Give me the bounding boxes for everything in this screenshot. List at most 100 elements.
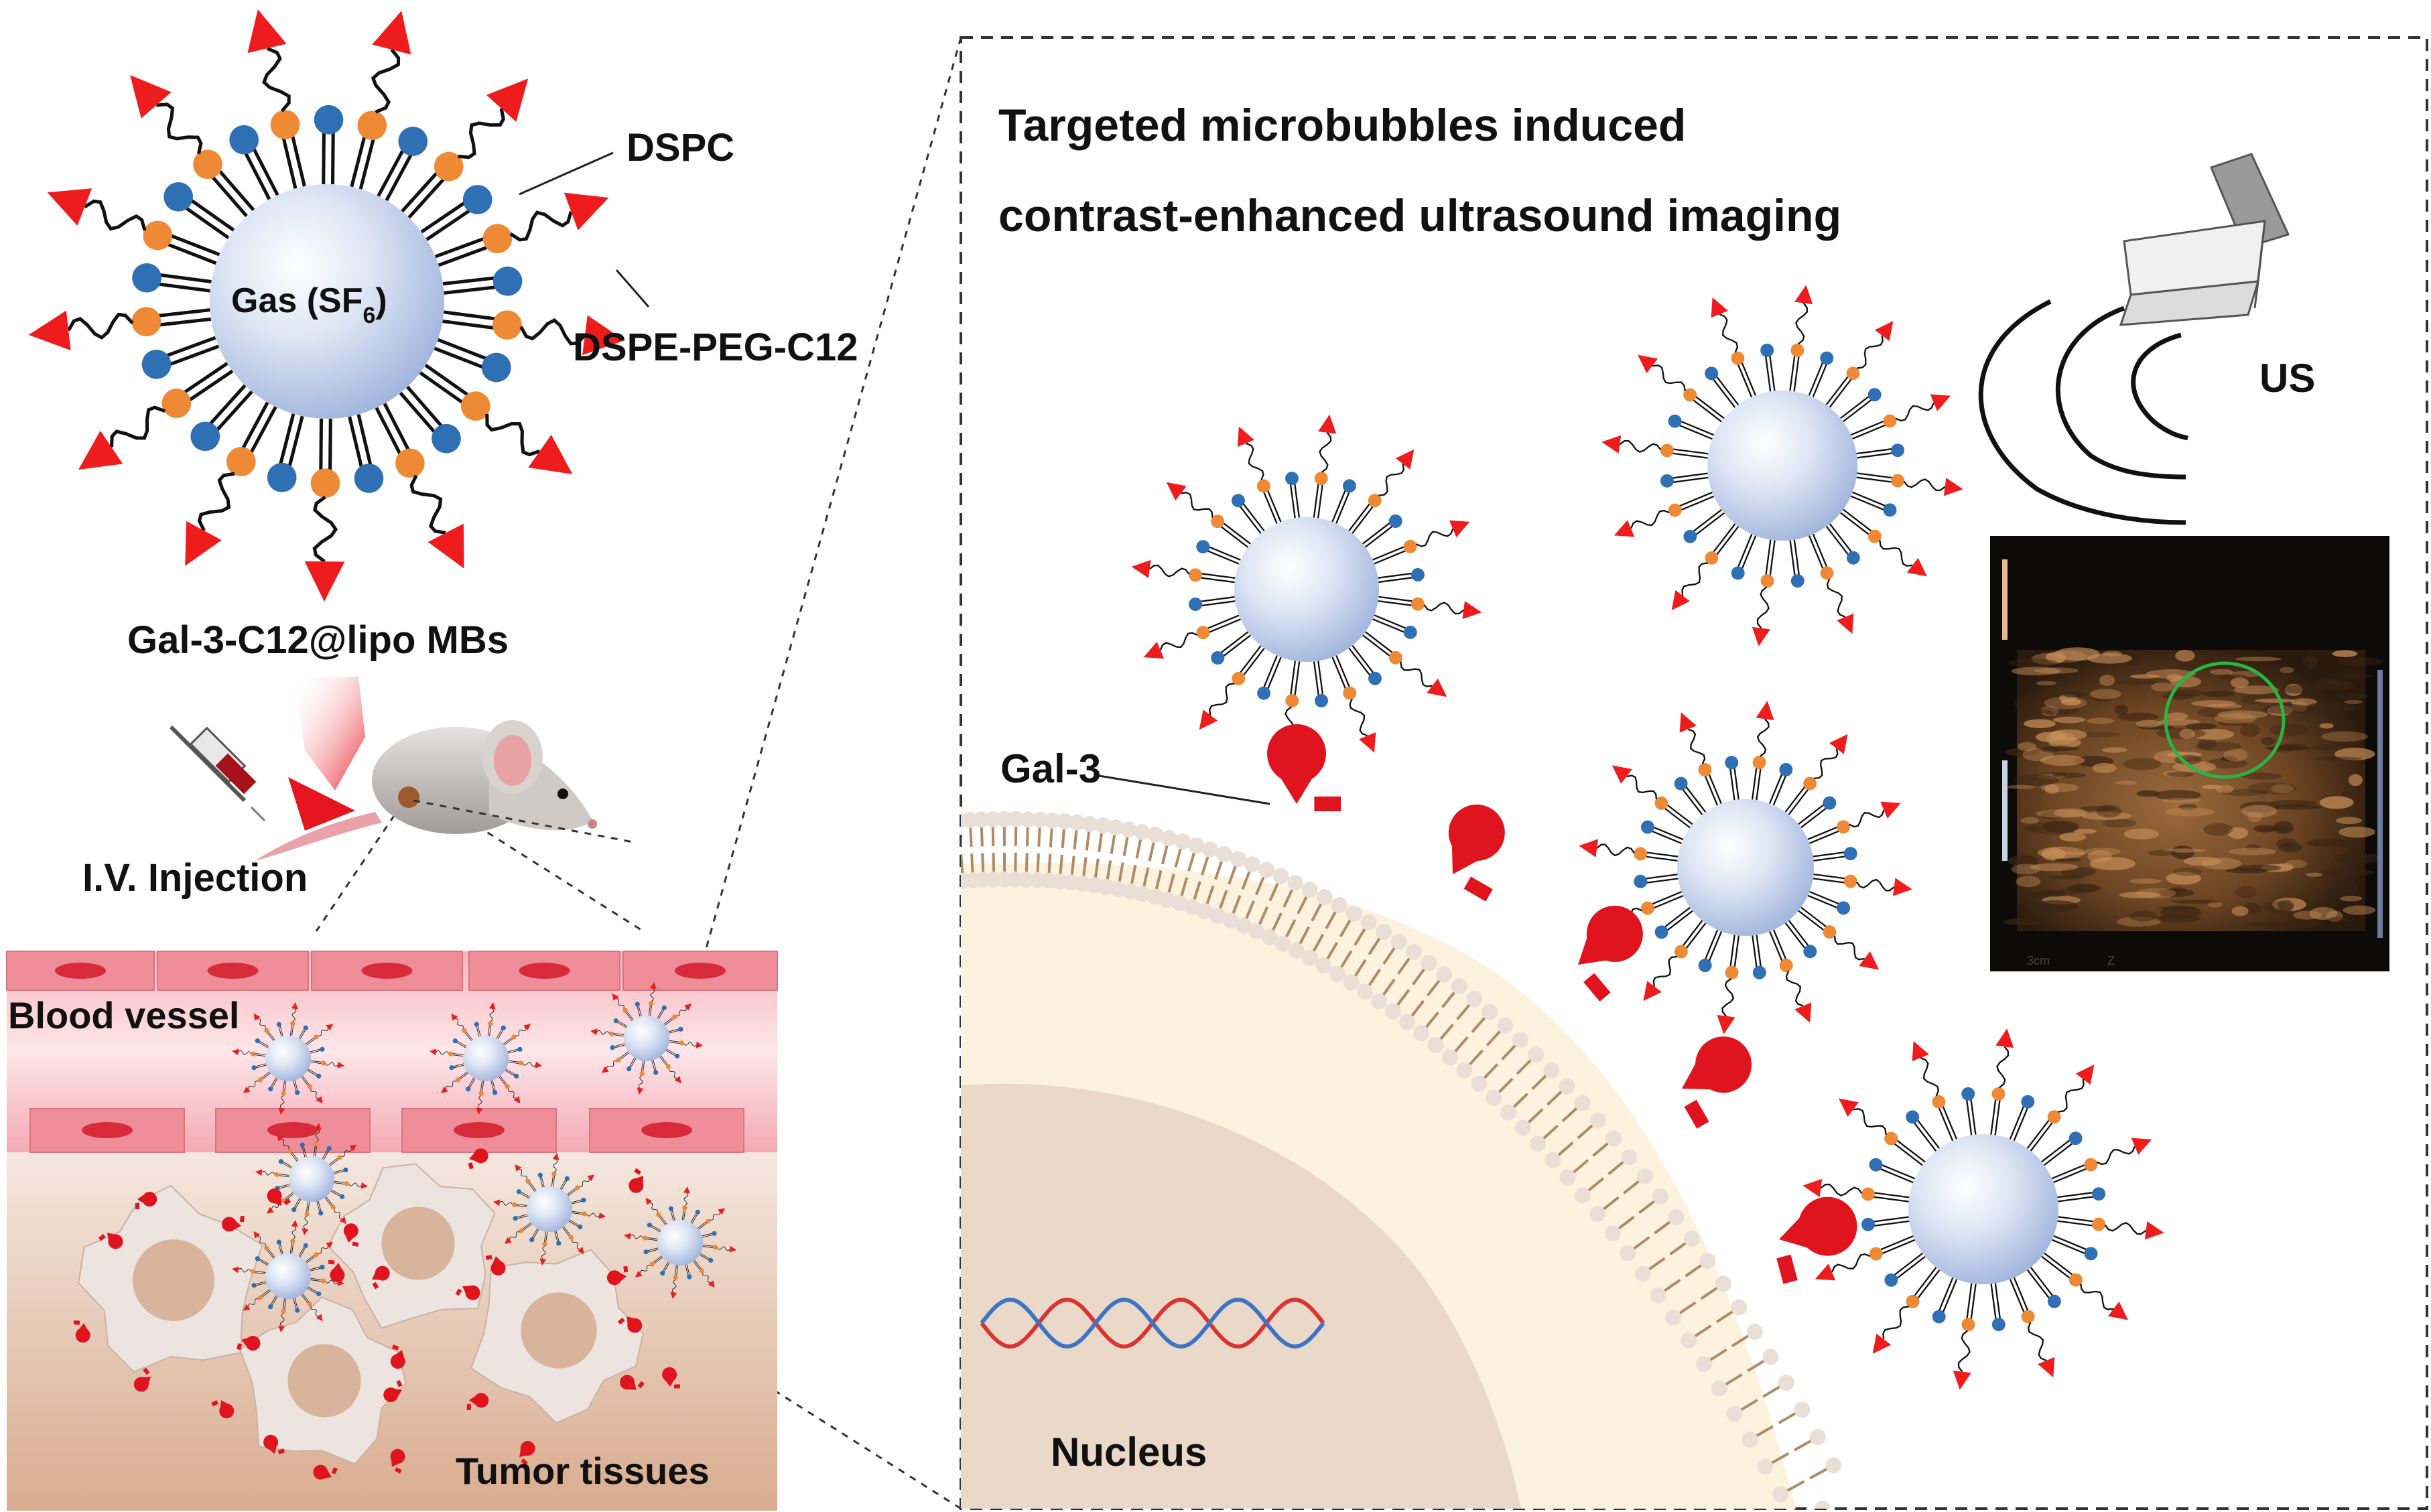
dspe-head [1211, 514, 1225, 529]
dspe-head [281, 1308, 286, 1314]
peg-ligand-arrow [278, 1107, 285, 1115]
gas-core [527, 1186, 572, 1232]
dspe-head [330, 1205, 336, 1210]
dspc-head [1760, 343, 1774, 357]
dspc-head [1189, 598, 1203, 611]
dspe-head [512, 1202, 517, 1207]
dspc-head [537, 1172, 543, 1178]
peg-ligand-arrow [372, 11, 411, 55]
dspc-head [514, 1073, 519, 1079]
gas-core [265, 1253, 311, 1299]
mouse-icon [255, 720, 637, 861]
peg-ligand-arrow [1943, 478, 1963, 496]
peg-ligand-arrow [564, 192, 609, 230]
dspe-head [448, 1051, 454, 1056]
dspe-head [460, 391, 490, 421]
peg-ligand-arrow [1131, 559, 1151, 578]
peg-ligand-arrow [1199, 709, 1218, 730]
peg-ligand-arrow [1358, 732, 1376, 753]
dspe-head [226, 447, 256, 476]
dspe-head [320, 1060, 326, 1066]
microbubble-icon [1131, 414, 1482, 765]
gal3-receptor-icon [1578, 906, 1643, 1002]
dspe-head [1388, 650, 1402, 665]
peg-ligand-arrow [349, 1144, 357, 1152]
dspc-head [1342, 479, 1356, 493]
dspc-head [1257, 686, 1271, 700]
dspe-head [462, 1028, 467, 1033]
peg-ligand-arrow [314, 1123, 322, 1130]
dspc-head [320, 1046, 325, 1052]
dspc-head [1906, 1110, 1920, 1124]
peg-ligand-arrow [476, 1107, 483, 1115]
peg-ligand-arrow [683, 1186, 690, 1194]
gas-core [210, 184, 444, 419]
dspc-head [316, 1073, 322, 1079]
roi-circle [2164, 661, 2286, 779]
peg-ligand-arrow [1794, 1002, 1812, 1023]
peg-ligand-arrow [674, 1076, 681, 1084]
dspc-head [303, 1025, 308, 1030]
dspc-head [492, 1090, 498, 1095]
dspc-head [1961, 1087, 1975, 1101]
dspc-head [501, 1025, 506, 1030]
dspe-head [1232, 671, 1246, 685]
dna-helix-icon [980, 1297, 1325, 1349]
peg-ligand-arrow [590, 1028, 598, 1036]
endothelial-cell [6, 951, 155, 991]
dspc-head [1660, 474, 1674, 488]
dspe-head [1668, 503, 1682, 517]
dspc-head [268, 1304, 273, 1310]
peg-ligand-arrow [304, 561, 345, 602]
gal3-receptor-icon [267, 1188, 291, 1206]
ultrasound-probe-icon [2119, 153, 2290, 326]
dspc-head [354, 464, 384, 493]
dspc-head [462, 185, 492, 214]
dspc-head [2021, 1095, 2035, 1109]
peg-ligand-arrow [1612, 765, 1632, 784]
peg-ligand-arrow [1756, 701, 1774, 721]
dspc-head [141, 350, 172, 379]
peg-ligand-arrow [440, 1086, 448, 1093]
dspc-head [643, 1249, 649, 1255]
gal3-receptor-icon [468, 1148, 488, 1170]
blood-vessel-label: Blood vessel [8, 994, 239, 1036]
tumor-label: Tumor tissues [456, 1450, 710, 1492]
nucleus [961, 1083, 1521, 1509]
dspc-head [1991, 1318, 2006, 1332]
dspc-head [1820, 351, 1834, 365]
peg-ligand-arrow [1638, 354, 1658, 374]
dspe-head [1725, 965, 1739, 979]
dspc-head [163, 182, 194, 212]
dspc-head [613, 1018, 618, 1024]
peg-ligand-arrow [1614, 520, 1635, 537]
dspe-head [1660, 443, 1674, 458]
peg-ligand-arrow [486, 78, 529, 122]
gal3-receptor-icon [133, 1367, 151, 1392]
dspe-head [1683, 388, 1697, 402]
panel-title-line1: Targeted microbubbles induced [998, 100, 1686, 151]
dspe-head [639, 1071, 645, 1076]
gal3-label: Gal-3 [1000, 746, 1101, 791]
dspc-head [190, 421, 220, 452]
peg-ligand-arrow [337, 1061, 344, 1069]
peg-ligand-arrow [1930, 394, 1951, 411]
dspc-head [326, 1146, 332, 1151]
dspc-head [712, 1231, 717, 1236]
peg-ligand-arrow [1449, 520, 1470, 538]
endothelial-cell [401, 1108, 557, 1153]
us-z-label: Z [2107, 954, 2115, 967]
dspe-head [251, 1269, 256, 1274]
dspe-head [478, 1091, 484, 1096]
peg-ligand-arrow [1892, 878, 1912, 896]
gal3-receptor-icon [343, 1223, 359, 1247]
gal3-receptor-icon [211, 1400, 235, 1419]
dspc-head [2084, 1247, 2098, 1261]
us-label: US [2259, 356, 2315, 401]
dspe-head [519, 1228, 524, 1233]
dspc-head [1211, 651, 1225, 665]
dspe-head [682, 1205, 687, 1211]
peg-ligand-arrow [253, 1231, 261, 1239]
dspe-head [1883, 414, 1897, 428]
peg-ligand-arrow [1427, 678, 1447, 697]
